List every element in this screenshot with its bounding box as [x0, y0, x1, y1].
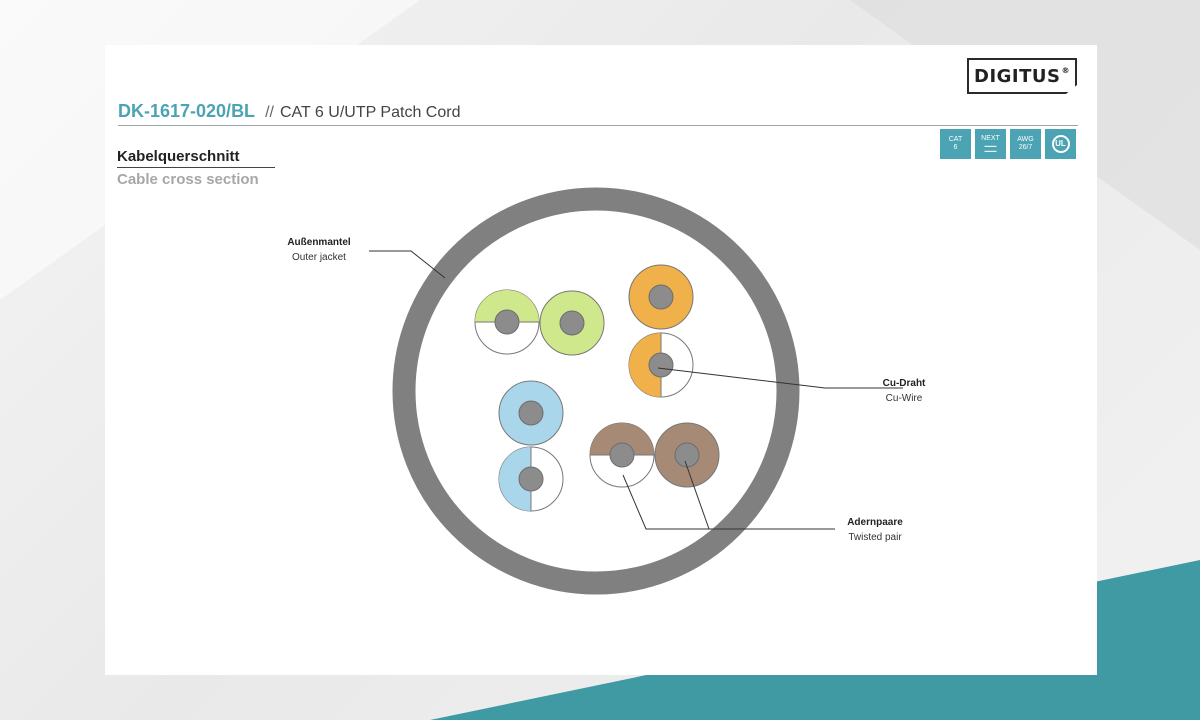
wire-orange-striped [628, 332, 694, 398]
badge-label: CAT [948, 136, 963, 143]
callout-outer-jacket-de: Außenmantel [287, 237, 351, 248]
product-sheet: DIGITUS® DK-1617-020/BL // CAT 6 U/UTP Pat… [105, 45, 1097, 675]
badge-sub: 6 [953, 144, 958, 151]
digitus-logo: DIGITUS® [967, 58, 1077, 94]
header-separator: // [265, 104, 274, 121]
product-header: DK-1617-020/BL // CAT 6 U/UTP Patch Cord [118, 99, 1078, 126]
outer-jacket-ring [392, 187, 800, 595]
logo-text: DIGITUS [974, 65, 1061, 87]
badge-label: UL [1051, 135, 1070, 153]
wire-green-striped [474, 289, 540, 355]
wire-blue-striped [498, 446, 564, 512]
wire-orange-solid [628, 264, 694, 330]
next-badge-icon: NEXT ▬▬▬▬▬▬ [975, 129, 1006, 159]
leader-twisted-pair-1 [622, 474, 835, 530]
awg-badge-icon: AWG 26/7 [1010, 129, 1041, 159]
ul-certified-icon: UL [1045, 129, 1076, 159]
callout-twisted-pair-de: Adernpaare [847, 517, 903, 528]
section-subtitle: Cable cross section [117, 171, 259, 188]
callout-outer-jacket: Außenmantel Outer jacket [273, 235, 365, 265]
badge-label: NEXT [981, 135, 1000, 142]
wire-blue-solid [498, 380, 564, 446]
leader-cu-wire [657, 367, 903, 389]
registered-mark: ® [1061, 65, 1070, 75]
wire-brown-solid [654, 422, 720, 488]
callout-cu-wire: Cu-Draht Cu-Wire [859, 376, 949, 406]
badge-sub: 26/7 [1018, 144, 1033, 151]
badge-label: AWG [1017, 136, 1034, 143]
callout-cu-wire-de: Cu-Draht [882, 378, 926, 389]
product-description: CAT 6 U/UTP Patch Cord [279, 104, 461, 121]
callout-twisted-pair-en: Twisted pair [848, 532, 902, 543]
badge-fineprint: ▬▬▬▬▬▬ [984, 143, 997, 153]
wire-green-solid [539, 290, 605, 356]
callout-cu-wire-en: Cu-Wire [885, 393, 923, 404]
cable-cross-section-diagram [369, 187, 903, 595]
wire-group [474, 264, 720, 512]
product-code: DK-1617-020/BL [118, 101, 256, 121]
callout-outer-jacket-en: Outer jacket [292, 252, 346, 263]
callout-twisted-pair: Adernpaare Twisted pair [825, 515, 925, 545]
leader-outer-jacket [369, 250, 446, 279]
certification-badges: CAT 6 NEXT ▬▬▬▬▬▬ AWG 26/7 UL [940, 129, 1076, 159]
leader-twisted-pair-2 [684, 460, 710, 530]
cat-badge-icon: CAT 6 [940, 129, 971, 159]
section-title: Kabelquerschnitt [117, 148, 275, 168]
callout-leader-lines [369, 250, 903, 530]
wire-brown-striped [589, 422, 655, 488]
